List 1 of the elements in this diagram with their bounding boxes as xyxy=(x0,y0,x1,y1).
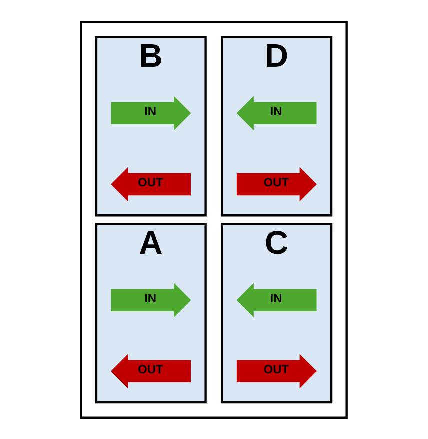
cluster xyxy=(80,20,348,418)
